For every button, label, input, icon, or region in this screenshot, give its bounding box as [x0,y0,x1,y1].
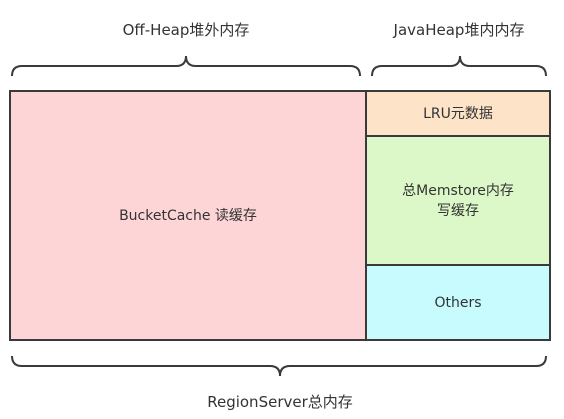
memstore-label: 总Memstore内存 [402,182,514,199]
others-block: Others [365,264,551,341]
lru-metadata-label: LRU元数据 [423,105,493,122]
others-label: Others [434,294,482,311]
region-server-label: RegionServer总内存 [207,393,353,411]
write-cache-label: 写缓存 [437,202,479,219]
java-heap-label: JavaHeap堆内内存 [393,21,525,39]
off-heap-label: Off-Heap堆外内存 [122,21,250,39]
bucket-cache-label: BucketCache 读缓存 [119,207,257,224]
lru-metadata-block: LRU元数据 [365,90,551,137]
memstore-block: 总Memstore内存 写缓存 [365,135,551,266]
bucket-cache-block: BucketCache 读缓存 [9,90,367,341]
